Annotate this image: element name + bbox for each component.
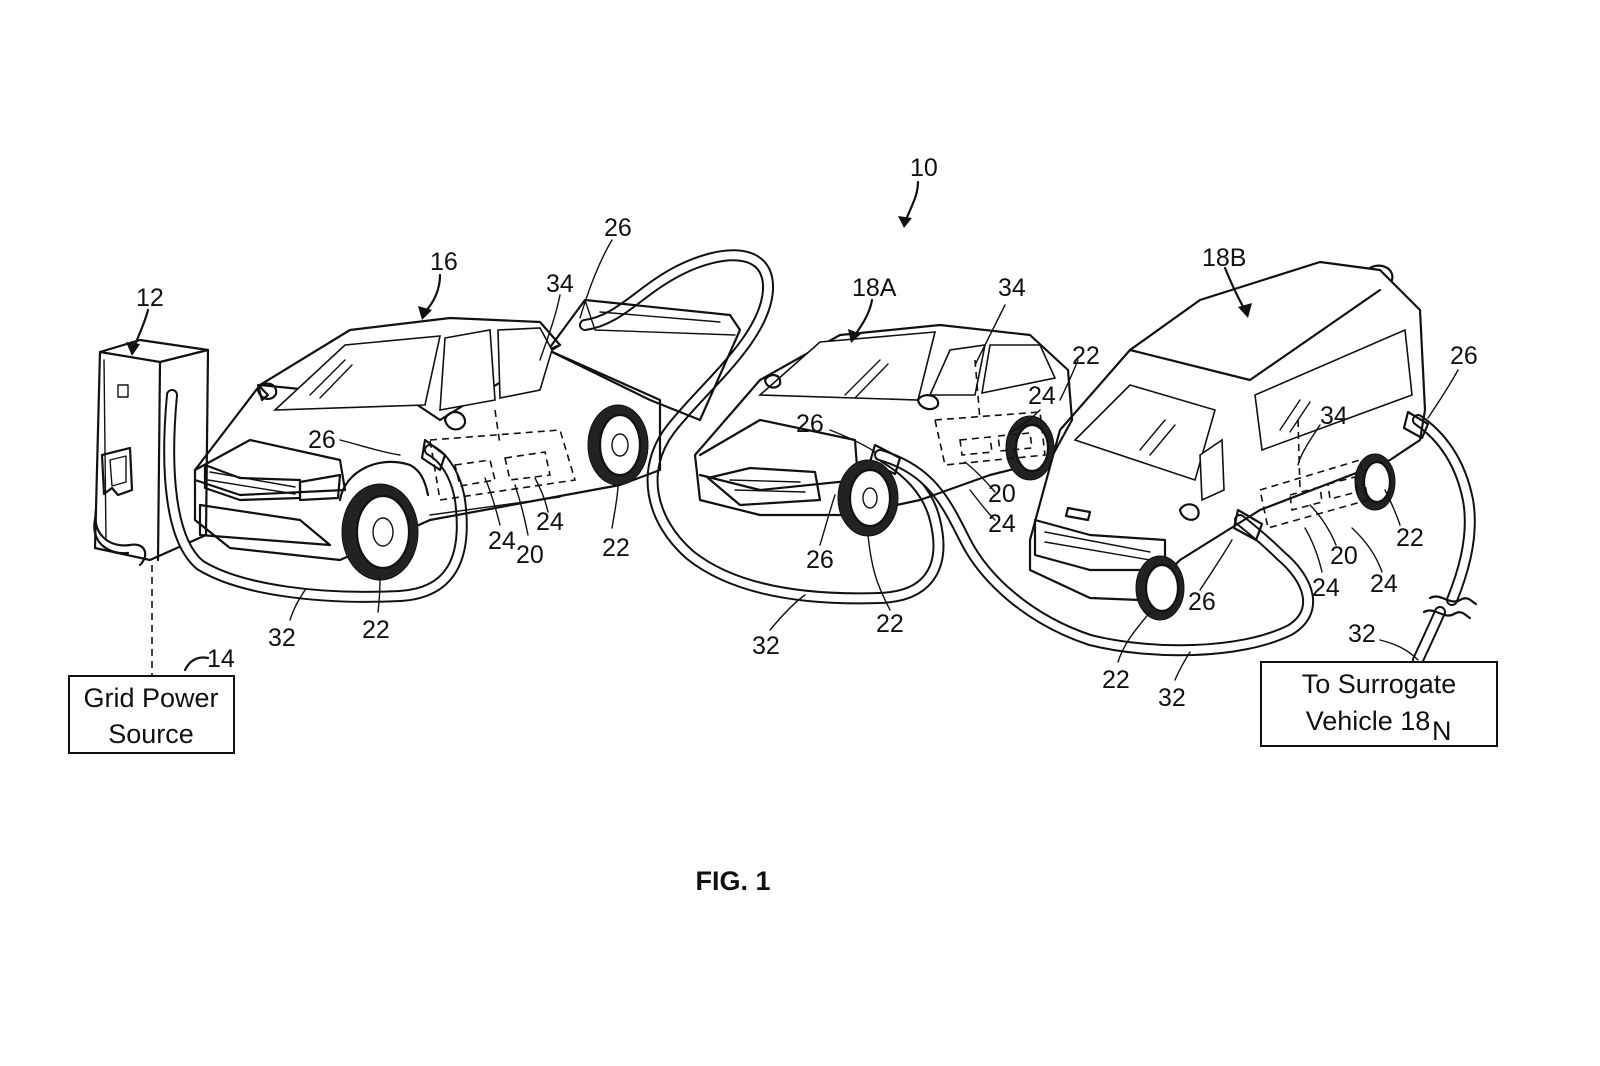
label-18A: 18A: [852, 274, 897, 302]
host-vehicle-truck: [193, 298, 742, 581]
van-numeral: 22: [1396, 524, 1424, 552]
truck-numeral: 22: [602, 534, 630, 562]
van-numeral: 34: [1320, 402, 1348, 430]
label-14: 14: [207, 645, 235, 673]
surrogate-vehicle-18A: [693, 323, 1074, 537]
grid-box-line1: Grid Power: [83, 683, 218, 713]
surrogate-box-subscript: N: [1432, 716, 1452, 746]
truck-numeral: 32: [268, 624, 296, 652]
surrogate-vehicle-box: To Surrogate Vehicle 18 N: [1260, 661, 1498, 747]
car-numeral: 22: [876, 610, 904, 638]
truck-numeral: 26: [604, 214, 632, 242]
truck-numeral: 22: [362, 616, 390, 644]
figure-caption: FIG. 1: [695, 866, 770, 896]
grid-box-line2: Source: [108, 719, 194, 749]
van-numeral: 24: [1312, 574, 1340, 602]
van-numeral: 20: [1330, 542, 1358, 570]
van-numeral: 24: [1370, 570, 1398, 598]
car-numeral: 20: [988, 480, 1016, 508]
charging-station: [93, 338, 210, 567]
van-numeral: 26: [1450, 342, 1478, 370]
truck-numeral: 24: [536, 508, 564, 536]
truck-numeral: 20: [516, 541, 544, 569]
label-12: 12: [136, 284, 164, 312]
van-numeral: 32: [1348, 620, 1376, 648]
surrogate-vehicle-18B: [1028, 260, 1427, 621]
truck-numeral: 34: [546, 270, 574, 298]
van-numeral: 32: [1158, 684, 1186, 712]
label-10: 10: [910, 154, 938, 182]
car-numeral: 22: [1072, 342, 1100, 370]
surrogate-box-line2: Vehicle 18: [1306, 706, 1431, 736]
car-numeral: 26: [806, 546, 834, 574]
leader-lines: [126, 180, 1459, 681]
car-numeral: 24: [988, 510, 1016, 538]
car-numeral: 34: [998, 274, 1026, 302]
label-18B: 18B: [1202, 244, 1246, 272]
truck-numeral: 26: [308, 426, 336, 454]
label-16: 16: [430, 248, 458, 276]
car-numeral: 26: [796, 410, 824, 438]
grid-power-source-box: Grid Power Source: [68, 675, 235, 754]
van-numeral: 22: [1102, 666, 1130, 694]
surrogate-box-line1: To Surrogate: [1302, 669, 1457, 699]
reference-numerals: 10 12 14 16 18A 18B 26 34 26 24 20 24 22…: [136, 154, 1478, 712]
van-numeral: 26: [1188, 588, 1216, 616]
charging-cables: [163, 249, 1478, 666]
car-numeral: 32: [752, 632, 780, 660]
truck-numeral: 24: [488, 527, 516, 555]
car-numeral: 24: [1028, 382, 1056, 410]
